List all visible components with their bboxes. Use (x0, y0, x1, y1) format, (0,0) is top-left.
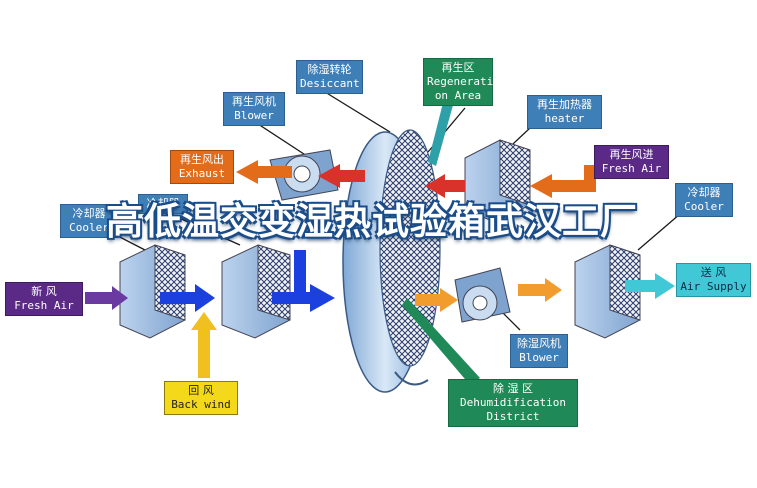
regen-inlet-arrow (530, 174, 590, 198)
dehum-flow-arrow-2 (518, 278, 562, 302)
regen-heater-label-zh: 再生加热器 (537, 98, 592, 111)
cooler-left-unit (119, 244, 186, 339)
dehum-district-pointer (402, 298, 480, 385)
air-supply-label-en: Air Supply (680, 280, 747, 293)
desiccant-label-en: Desiccant (300, 77, 360, 90)
regen-area-label-zh: 再生区 (441, 61, 475, 74)
cooler-mid-unit (221, 244, 291, 339)
back-wind-label-en: Back wind (171, 398, 231, 411)
regen-area-label-en: Regenerati on Area (427, 75, 494, 102)
regen-area-pointer (428, 95, 455, 166)
regen-flow-arrow-2 (425, 174, 465, 198)
cooler-mid-label: 冷却器 (138, 194, 188, 214)
desiccant-label: 除湿转轮 Desiccant (296, 60, 363, 94)
process-flow-arrow-1 (160, 284, 215, 312)
process-flow-riser (294, 250, 306, 298)
back-wind-arrow (191, 312, 217, 378)
dehum-district-label: 除 湿 区 Dehumidification District (448, 379, 578, 427)
cooler-right-label-en: Cooler (684, 200, 724, 213)
regen-fresh-air-label-zh: 再生风进 (609, 148, 654, 161)
cooler-mid-label-zh: 冷却器 (146, 197, 180, 210)
regen-blower-label-en: Blower (234, 109, 274, 122)
exhaust-label: 再生风出 Exhaust (170, 150, 234, 184)
desiccant-label-zh: 除湿转轮 (307, 63, 352, 76)
regen-heater-unit (464, 139, 531, 223)
dehum-blower-label-en: Blower (519, 351, 559, 364)
air-supply-arrow (625, 273, 675, 299)
regen-blower-label: 再生风机 Blower (223, 92, 285, 126)
fresh-air-label-en: Fresh Air (14, 299, 74, 312)
back-wind-label: 回 风 Back wind (164, 381, 238, 415)
regen-heater-label-en: heater (544, 112, 585, 125)
fresh-air-label-zh: 新 风 (31, 285, 57, 298)
cooler-left-label: 冷却器 Cooler (60, 204, 118, 238)
dehum-blower-fan (454, 267, 511, 323)
regen-heater-label: 再生加热器 heater (527, 95, 602, 129)
air-supply-label: 送 风 Air Supply (676, 263, 751, 297)
exhaust-label-en: Exhaust (178, 167, 226, 180)
cooler-left-label-zh: 冷却器 (72, 207, 106, 220)
dehum-flow-arrow-1 (415, 288, 458, 312)
back-wind-label-zh: 回 风 (188, 384, 214, 397)
cooler-left-label-en: Cooler (69, 221, 109, 234)
dehum-district-label-zh: 除 湿 区 (493, 382, 533, 395)
cooler-right-label: 冷却器 Cooler (675, 183, 733, 217)
fresh-air-arrow (85, 286, 128, 310)
watermark-banner: 高低温交变湿热试验箱武汉工厂 (106, 200, 638, 243)
cooler-right-label-zh: 冷却器 (687, 186, 721, 199)
exhaust-label-zh: 再生风出 (180, 153, 224, 166)
fresh-air-label: 新 风 Fresh Air (5, 282, 83, 316)
regen-blower-label-zh: 再生风机 (232, 95, 276, 108)
desiccant-wheel (342, 129, 441, 393)
regen-flow-arrow-1 (318, 164, 365, 188)
dehum-blower-label-zh: 除湿风机 (517, 337, 561, 350)
regen-fresh-air-label-en: Fresh Air (601, 162, 662, 175)
regen-area-label: 再生区 Regenerati on Area (423, 58, 493, 106)
callout-pointer-lines (109, 91, 681, 331)
regen-fresh-air-label: 再生风进 Fresh Air (594, 145, 669, 179)
airflow-arrows (85, 160, 675, 378)
air-supply-label-zh: 送 风 (700, 266, 727, 279)
dehum-district-label-en: Dehumidification District (460, 396, 566, 423)
dehum-blower-label: 除湿风机 Blower (510, 334, 568, 368)
regen-inlet-elbow (584, 165, 596, 192)
exhaust-arrow (236, 160, 292, 184)
